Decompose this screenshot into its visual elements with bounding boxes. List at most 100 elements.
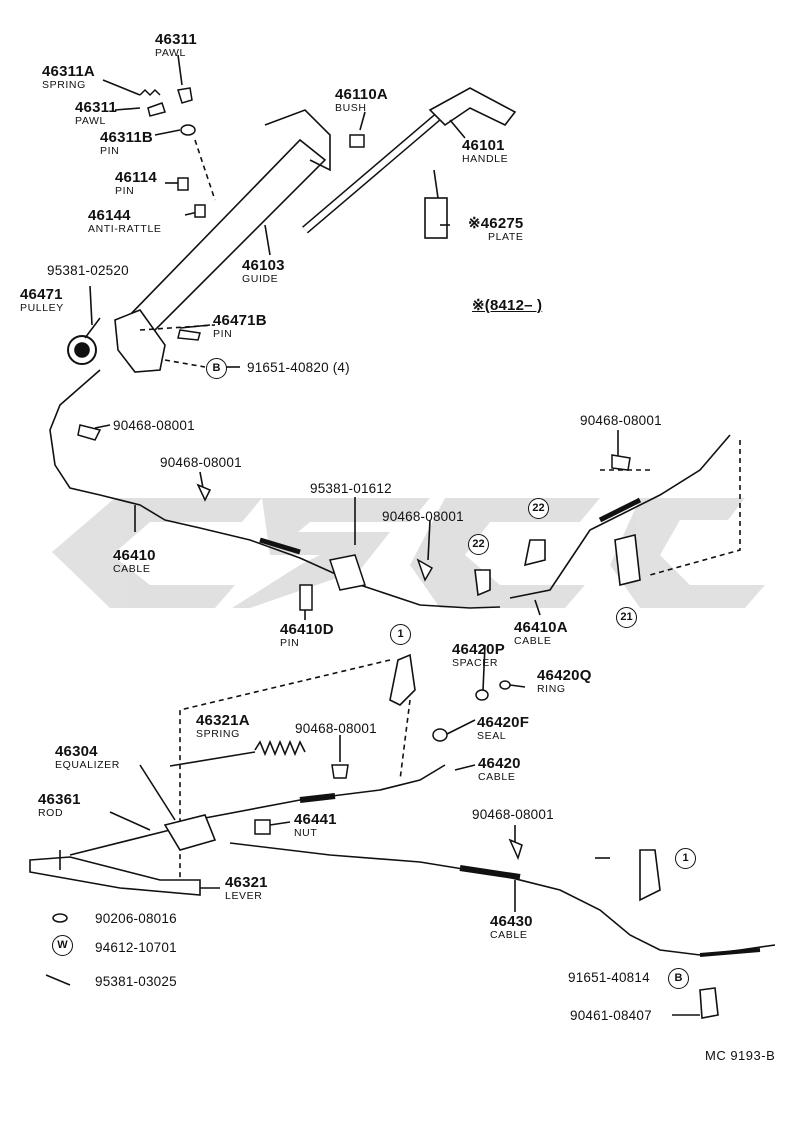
part-number: 46471 (20, 286, 63, 303)
ref-90206-08016: 90206-08016 (95, 911, 177, 926)
part-name: PULLEY (20, 302, 64, 314)
ref-95381-01612: 95381-01612 (310, 481, 392, 496)
marker-b-lower: B (668, 968, 689, 989)
diagram-lines (29, 54, 776, 1019)
production-date-note: ※(8412– ) (472, 297, 543, 314)
part-number: 46304 (55, 743, 98, 760)
part-name: PLATE (488, 231, 524, 243)
part-number: 46311A (42, 63, 95, 80)
part-number: 46410 (113, 547, 156, 564)
part-number: ※46275 (468, 215, 524, 232)
part-number: 46311 (75, 99, 117, 116)
ref-94612-10701: 94612-10701 (95, 940, 177, 955)
part-name: PIN (213, 328, 233, 340)
part-number: 46441 (294, 811, 337, 828)
part-number: 46420F (477, 714, 530, 731)
part-name: CABLE (514, 635, 552, 647)
part-name: HANDLE (462, 153, 509, 165)
part-name: NUT (294, 827, 318, 839)
part-name: SPACER (452, 657, 498, 669)
ref-90468-08001-d: 90468-08001 (580, 413, 662, 428)
marker-1-lower: 1 (675, 848, 696, 869)
ref-90468-08001-f: 90468-08001 (472, 807, 554, 822)
ref-91651-40814: 91651-40814 (568, 970, 650, 985)
part-number: 46110A (335, 86, 388, 103)
part-name: RING (537, 683, 566, 695)
part-number: 46103 (242, 257, 285, 274)
part-name: SEAL (477, 730, 507, 742)
part-number: 46101 (462, 137, 505, 154)
part-number: 46420P (452, 641, 505, 658)
part-number: 46321 (225, 874, 268, 891)
part-number: 46144 (88, 207, 131, 224)
part-number: 46410D (280, 621, 334, 638)
marker-22-right: 22 (528, 498, 549, 519)
part-name: PIN (100, 145, 120, 157)
part-name: CABLE (478, 771, 516, 783)
ref-90461-08407: 90461-08407 (570, 1008, 652, 1023)
marker-w: W (52, 935, 73, 956)
part-name: EQUALIZER (55, 759, 120, 771)
part-name: LEVER (225, 890, 263, 902)
part-name: BUSH (335, 102, 367, 114)
part-name: PIN (280, 637, 300, 649)
part-number: 46311 (155, 31, 197, 48)
ref-95381-03025: 95381-03025 (95, 974, 177, 989)
part-number: 46410A (514, 619, 568, 636)
small-parts (45, 87, 631, 986)
part-number: 46471B (213, 312, 267, 329)
part-name: CABLE (113, 563, 151, 575)
marker-1-upper: 1 (390, 624, 411, 645)
part-number: 46361 (38, 791, 81, 808)
part-number: 46114 (115, 169, 157, 186)
part-number: 46430 (490, 913, 533, 930)
ref-90468-08001-b: 90468-08001 (160, 455, 242, 470)
part-name: CABLE (490, 929, 528, 941)
ref-91651-40820: 91651-40820 (4) (247, 360, 350, 375)
marker-21: 21 (616, 607, 637, 628)
ref-90468-08001-e: 90468-08001 (295, 721, 377, 736)
part-name: PIN (115, 185, 135, 197)
part-number: 46311B (100, 129, 153, 146)
marker-b-upper: B (206, 358, 227, 379)
part-name: ANTI-RATTLE (88, 223, 162, 235)
part-name: SPRING (42, 79, 86, 91)
ref-90468-08001-a: 90468-08001 (113, 418, 195, 433)
part-name: ROD (38, 807, 64, 819)
marker-22-left: 22 (468, 534, 489, 555)
part-number: 46420 (478, 755, 521, 772)
watermark-shapes (52, 498, 765, 608)
part-name: PAWL (75, 115, 106, 127)
ref-90468-08001-c: 90468-08001 (382, 509, 464, 524)
part-name: GUIDE (242, 273, 279, 285)
part-number: 46420Q (537, 667, 592, 684)
part-name: PAWL (155, 47, 186, 59)
